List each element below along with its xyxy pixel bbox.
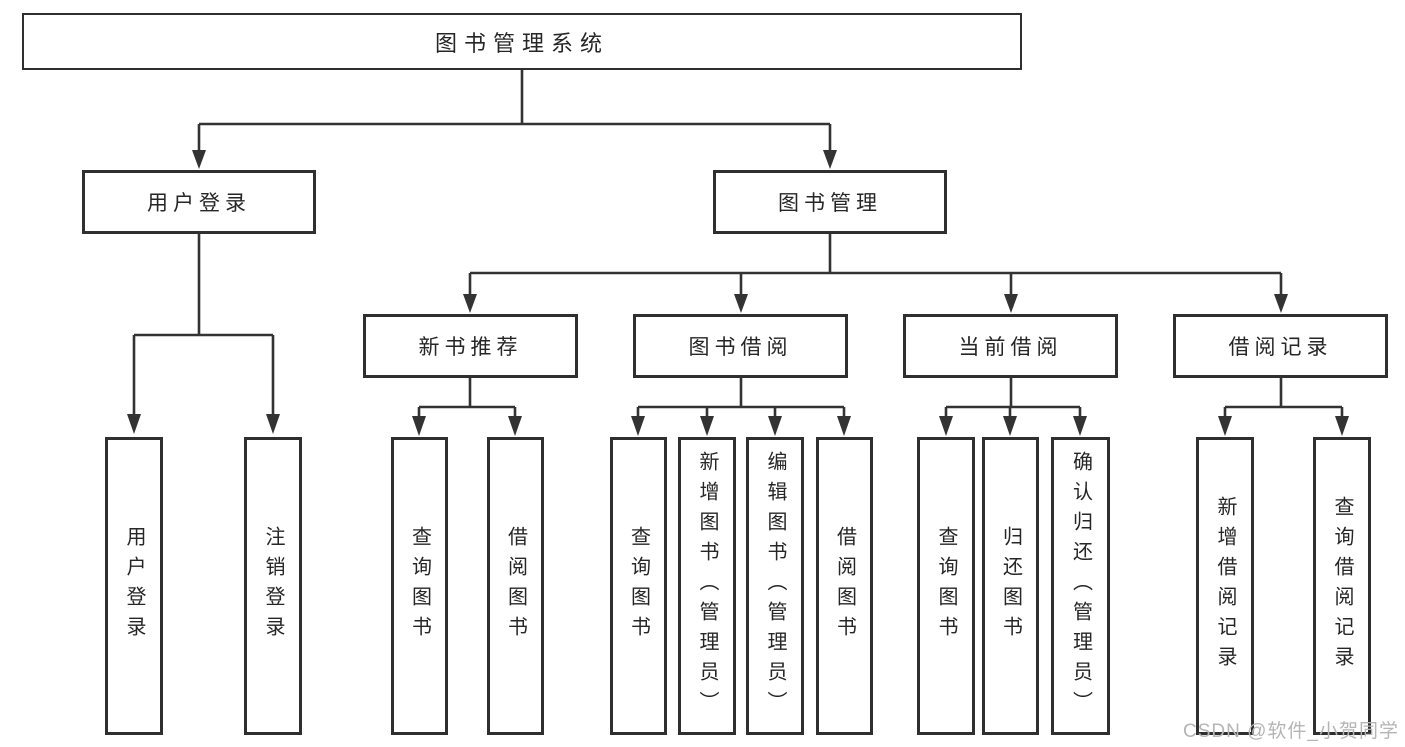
leaf-borrowing-edit-books-admin: 编辑图书（管理员） [746, 437, 804, 735]
connector-user-login-children [127, 234, 280, 434]
connector-borrowing-records-children [1218, 378, 1349, 436]
arrow-down-icon [1004, 294, 1018, 313]
node-book-management: 图书管理 [713, 170, 947, 234]
arrow-down-icon [1335, 416, 1349, 436]
leaf-borrowing-query-books: 查询图书 [610, 437, 667, 735]
connector-book-borrowing-children [631, 378, 851, 436]
watermark: CSDN @软件_小贺同学 [1183, 721, 1399, 742]
arrow-down-icon [1073, 416, 1087, 436]
leaf-borrowing-add-books-admin: 新增图书（管理员） [678, 437, 736, 735]
arrow-down-icon [734, 294, 748, 313]
arrow-down-icon [412, 416, 426, 436]
leaf-current-confirm-return-admin: 确认归还（管理员） [1051, 437, 1110, 735]
arrow-down-icon [700, 416, 714, 436]
leaf-newrec-borrow-books: 借阅图书 [487, 437, 544, 735]
leaf-logout-login: 注销登录 [244, 437, 302, 735]
node-borrowing-records: 借阅记录 [1173, 314, 1388, 378]
node-book-borrowing: 图书借阅 [633, 314, 848, 378]
leaf-records-add-record: 新增借阅记录 [1196, 437, 1254, 735]
arrow-down-icon [508, 416, 522, 436]
arrow-down-icon [631, 416, 645, 436]
arrow-down-icon [823, 150, 837, 169]
leaf-current-query-books: 查询图书 [917, 437, 975, 735]
arrow-down-icon [1218, 416, 1232, 436]
leaf-records-query-record: 查询借阅记录 [1313, 437, 1371, 735]
leaf-borrowing-borrow-books: 借阅图书 [816, 437, 873, 735]
connector-book-management-children [463, 234, 1288, 313]
leaf-newrec-query-books: 查询图书 [391, 437, 448, 735]
node-current-borrowing: 当前借阅 [903, 314, 1118, 378]
connector-root-to-level2 [192, 70, 837, 169]
arrow-down-icon [192, 150, 206, 169]
arrow-down-icon [127, 414, 141, 434]
arrow-down-icon [768, 416, 782, 436]
arrow-down-icon [939, 416, 953, 436]
node-system-root: 图书管理系统 [22, 13, 1022, 70]
arrow-down-icon [837, 416, 851, 436]
arrow-down-icon [1274, 294, 1288, 313]
connector-new-book-recommend-children [412, 378, 522, 436]
node-user-login: 用户登录 [82, 170, 316, 234]
connector-current-borrowing-children [939, 378, 1087, 436]
arrow-down-icon [1003, 416, 1017, 436]
arrow-down-icon [266, 414, 280, 434]
leaf-user-login: 用户登录 [105, 437, 163, 735]
arrow-down-icon [463, 294, 477, 313]
leaf-current-return-books: 归还图书 [982, 437, 1039, 735]
node-new-book-recommend: 新书推荐 [363, 314, 578, 378]
